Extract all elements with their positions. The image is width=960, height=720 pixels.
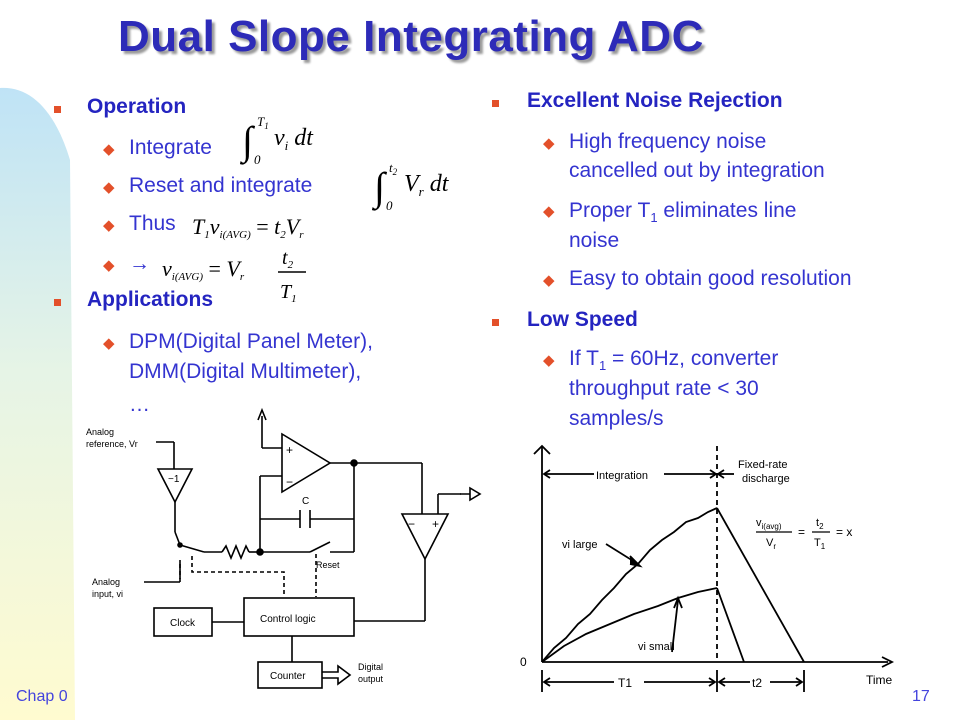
noise-item-2-line2: noise [569, 229, 620, 252]
svg-text:Vr: Vr [766, 537, 776, 551]
bullet-diamond-icon: ◆ [103, 141, 115, 158]
speed-item-line3: samples/s [569, 407, 664, 430]
svg-text:∫: ∫ [240, 118, 256, 165]
svg-text:vi dt: vi dt [274, 125, 314, 153]
bullet-diamond-icon: ◆ [543, 352, 555, 369]
equation-integral-vi: ∫ T1 0 vi dt [240, 114, 314, 166]
bullet-diamond-icon: ◆ [543, 272, 555, 289]
bullet-square-icon [54, 299, 61, 306]
svg-text:0: 0 [386, 198, 393, 212]
analog-reference-label-2: reference, Vr [86, 439, 138, 449]
svg-text:t2: t2 [816, 517, 824, 531]
svg-text:t2: t2 [282, 247, 294, 271]
svg-text:T1: T1 [280, 281, 297, 305]
capacitor-label: C [302, 496, 309, 507]
analog-reference-label-1: Analog [86, 427, 114, 437]
applications-item-line2: DMM(Digital Multimeter), [129, 360, 362, 383]
bullet-diamond-icon: ◆ [103, 335, 115, 352]
bullet-square-icon [492, 100, 499, 107]
inverter-label: −1 [168, 474, 180, 485]
svg-text:T1vi(AVG) = t2Vr: T1vi(AVG) = t2Vr [192, 214, 304, 241]
zero-label: 0 [520, 655, 527, 669]
operation-item-integrate: Integrate [129, 136, 212, 159]
svg-text:0: 0 [254, 152, 261, 166]
noise-item-2-line1: Proper T1 eliminates line [569, 199, 797, 226]
noise-item-1-line1: High frequency noise [569, 130, 767, 153]
slide-title: Dual Slope Integrating ADC [118, 12, 704, 61]
svg-text:vi(AVG) = Vr: vi(AVG) = Vr [162, 256, 245, 283]
integration-label: Integration [596, 470, 648, 482]
svg-text:= x: = x [836, 525, 852, 539]
equation-result: vi(AVG) = Vr t2 T1 [162, 247, 306, 305]
svg-text:=: = [798, 525, 805, 539]
bullet-diamond-icon: ◆ [103, 179, 115, 196]
svg-text:t2: t2 [389, 160, 398, 177]
svg-text:+: + [432, 517, 439, 531]
circuit-diagram: Analog reference, Vr −1 Analog input, vi… [86, 407, 461, 689]
bullet-diamond-icon: ◆ [103, 217, 115, 234]
speed-item-line2: throughput rate < 30 [569, 377, 759, 400]
counter-label: Counter [270, 671, 306, 682]
time-label: Time [866, 673, 893, 687]
fixed-rate-label-1: Fixed-rate [738, 459, 788, 471]
applications-heading: Applications [87, 288, 214, 311]
bullet-square-icon [492, 319, 499, 326]
comparator-output-arrow [460, 486, 482, 502]
speed-item-line1: If T1 = 60Hz, converter [569, 347, 779, 374]
digital-output-label-1: Digital [358, 662, 383, 672]
operation-heading: Operation [87, 95, 187, 118]
noise-item-3: Easy to obtain good resolution [569, 267, 852, 290]
applications-item-line3: … [129, 393, 150, 416]
control-logic-label: Control logic [260, 614, 316, 625]
svg-text:+: + [286, 443, 293, 457]
operation-item-thus: Thus [129, 212, 176, 235]
reset-label: Reset [316, 560, 340, 570]
bullet-diamond-icon: ◆ [543, 203, 555, 220]
operation-item-arrow: → [129, 252, 150, 275]
page-number: 17 [912, 688, 930, 705]
speed-heading: Low Speed [527, 308, 638, 331]
bullet-diamond-icon: ◆ [103, 257, 115, 274]
eq1-upper-limit: T1 [257, 114, 269, 131]
operation-item-reset: Reset and integrate [129, 174, 313, 197]
svg-text:T1: T1 [814, 537, 826, 551]
vi-large-label: vi large [562, 539, 597, 551]
t2-label: t2 [752, 676, 762, 690]
applications-item-line1: DPM(Digital Panel Meter), [129, 330, 373, 353]
equation-integral-vr: ∫ t2 0 Vr dt [372, 160, 450, 212]
bullet-square-icon [54, 106, 61, 113]
digital-output-label-2: output [358, 674, 384, 684]
vi-small-label: vi small [638, 641, 675, 653]
analog-input-label-1: Analog [92, 577, 120, 587]
t1-label: T1 [618, 676, 632, 690]
waveform-diagram: Integration Fixed-rate discharge vi larg… [520, 444, 895, 692]
clock-label: Clock [170, 618, 196, 629]
fixed-rate-label-2: discharge [742, 473, 790, 485]
chapter-label: Chap 0 [16, 688, 68, 705]
svg-text:−: − [408, 517, 415, 531]
bullet-diamond-icon: ◆ [543, 135, 555, 152]
svg-text:∫: ∫ [372, 164, 388, 211]
equation-thus: T1vi(AVG) = t2Vr [192, 214, 304, 241]
noise-heading: Excellent Noise Rejection [527, 89, 783, 112]
noise-item-1-line2: cancelled out by integration [569, 159, 825, 182]
svg-text:vi(avg): vi(avg) [756, 517, 782, 531]
svg-text:Vr dt: Vr dt [404, 171, 450, 199]
svg-text:−: − [286, 475, 293, 489]
analog-input-label-2: input, vi [92, 589, 123, 599]
